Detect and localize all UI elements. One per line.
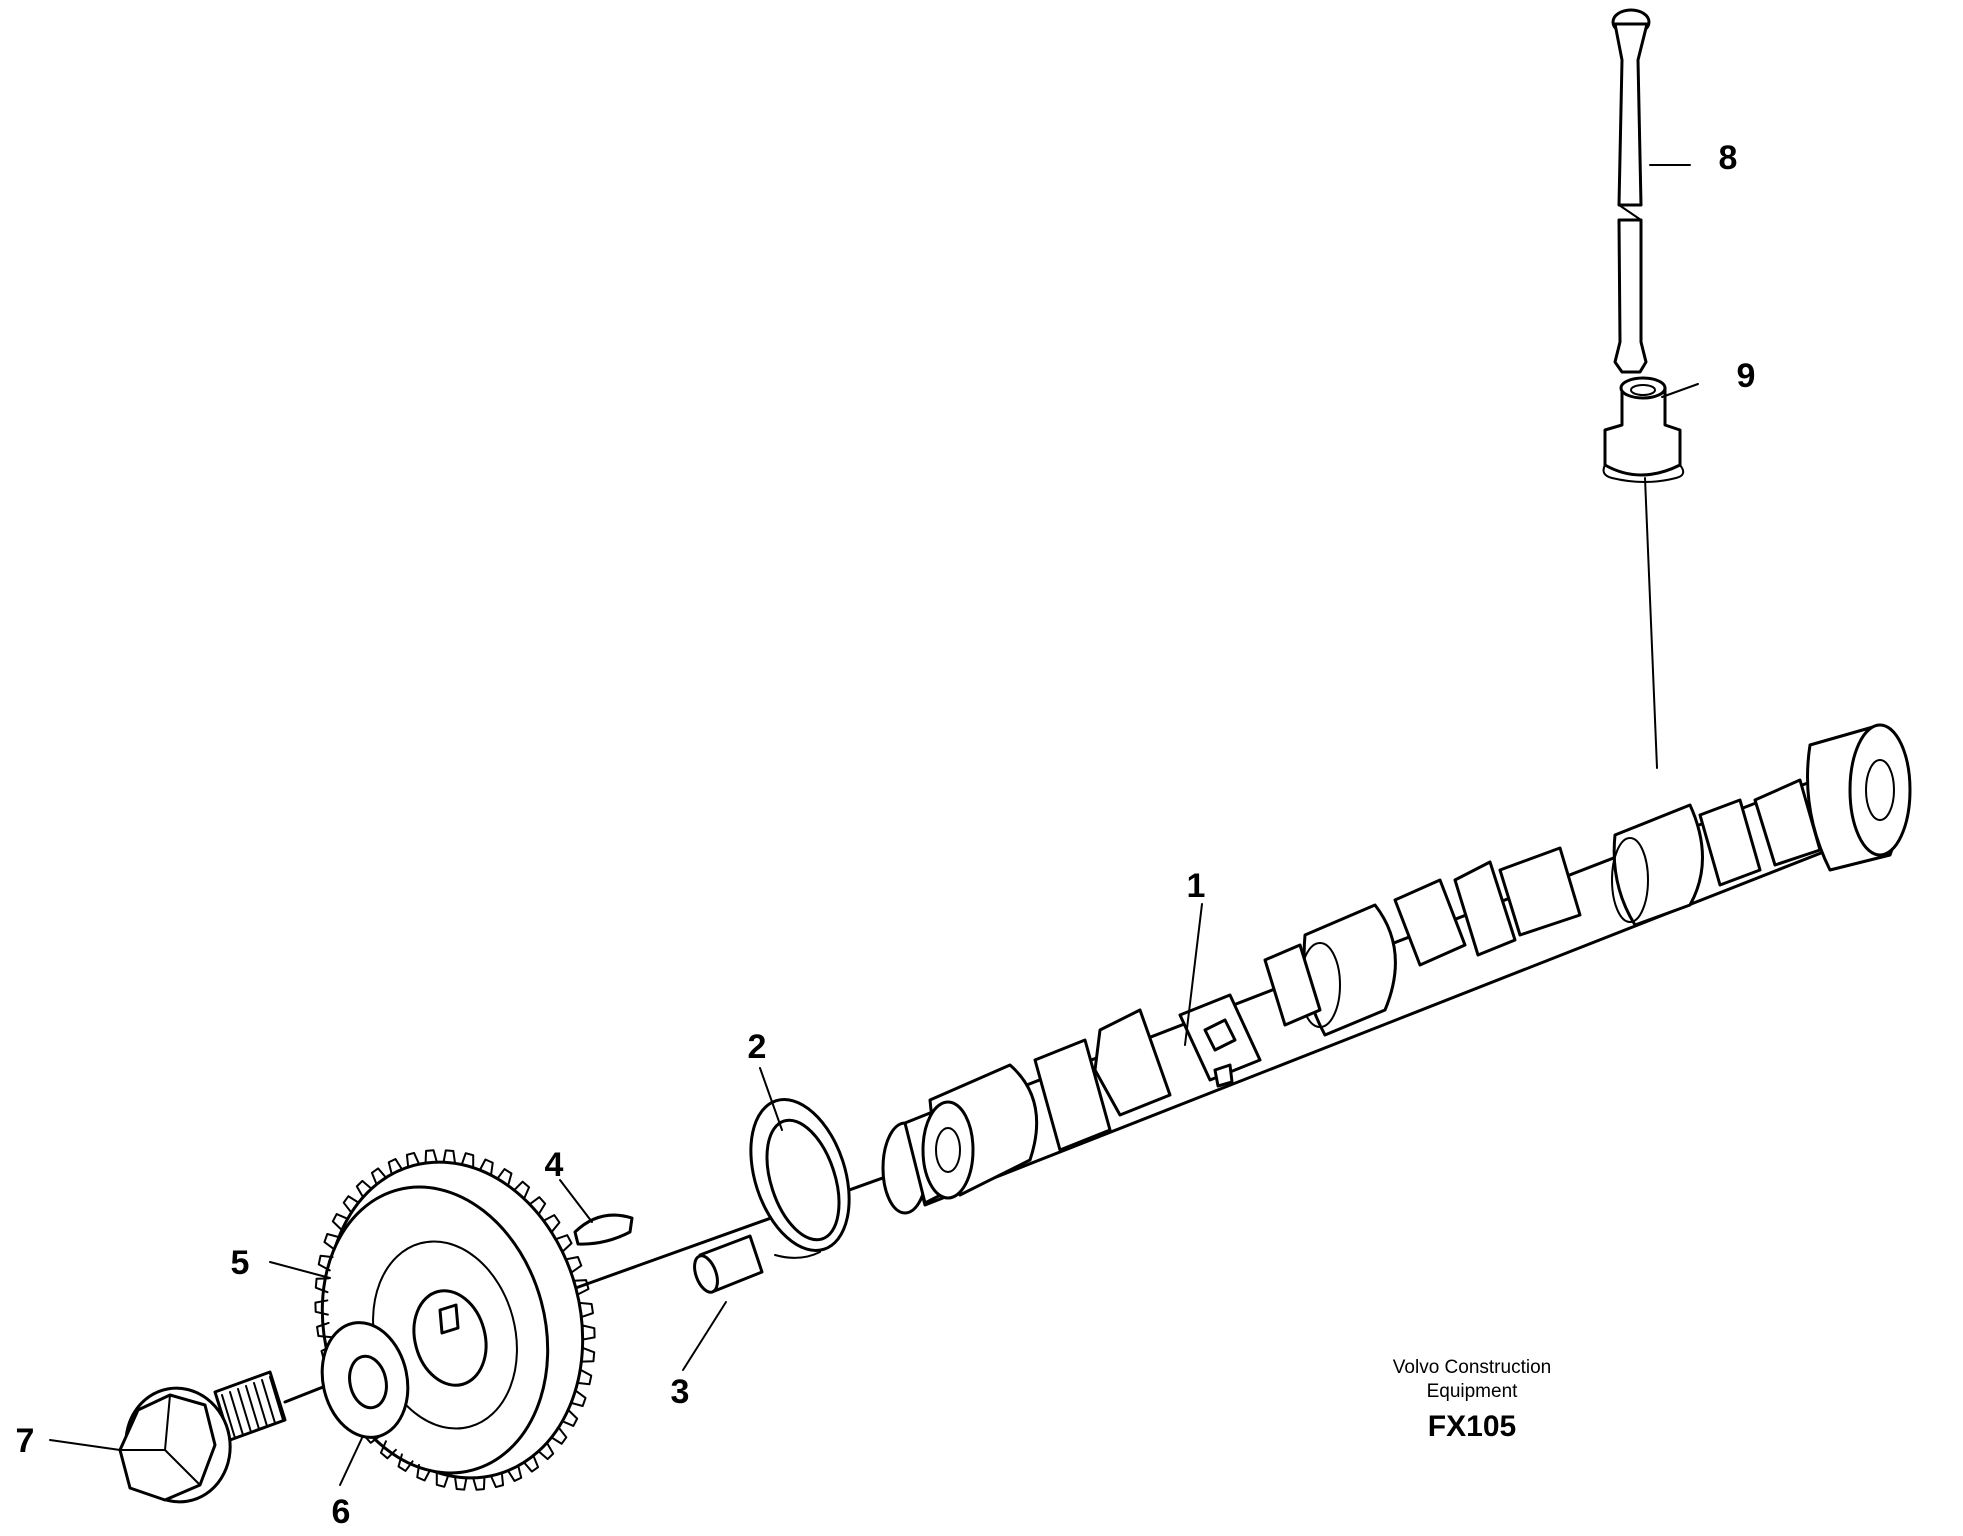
gear-tooth	[522, 1454, 540, 1473]
gear-tooth	[331, 1213, 349, 1232]
caption-figure-code: FX105	[1428, 1410, 1516, 1443]
gear-tooth	[578, 1301, 594, 1319]
valve-tappet	[1602, 376, 1685, 483]
gear-tooth	[323, 1233, 340, 1251]
woodruff-key	[573, 1213, 634, 1246]
gear-tooth	[561, 1408, 579, 1427]
gear-tooth	[314, 1277, 330, 1294]
callout-8: 8	[1719, 139, 1738, 177]
gear-tooth	[576, 1368, 593, 1386]
tappet-axis-line	[1644, 477, 1658, 769]
bolt-thread	[261, 1379, 276, 1424]
bolt-thread	[269, 1376, 284, 1421]
gear-tooth	[453, 1475, 468, 1491]
flange-bolt	[118, 1370, 287, 1504]
gear-tooth	[496, 1168, 513, 1187]
gear-tooth	[397, 1453, 414, 1472]
gear-tooth	[572, 1279, 590, 1296]
gear-washer	[320, 1321, 410, 1439]
gear-tooth	[370, 1167, 388, 1186]
gear-tooth	[489, 1471, 505, 1489]
gear-tooth	[314, 1299, 329, 1316]
thrust-washer	[749, 1098, 851, 1259]
gear-tooth	[570, 1389, 587, 1407]
dowel-pin	[693, 1234, 764, 1294]
bolt-thread	[253, 1382, 268, 1427]
gear-tooth	[478, 1158, 494, 1177]
gear-tooth	[580, 1346, 596, 1363]
gear-tooth	[442, 1149, 457, 1165]
gear-tooth	[405, 1151, 421, 1169]
gear-tooth	[581, 1324, 596, 1341]
gear-tooth	[342, 1195, 360, 1214]
callout-3: 3	[671, 1373, 690, 1411]
gear-tooth	[416, 1463, 432, 1482]
caption-company-line1: Volvo Construction	[1393, 1357, 1551, 1378]
leader-lines	[49, 164, 1699, 1486]
gear-tooth	[316, 1321, 332, 1339]
gear-tooth	[435, 1471, 450, 1488]
gear-tooth	[528, 1196, 547, 1216]
gear-tooth	[513, 1180, 531, 1200]
gear-tooth	[379, 1440, 397, 1460]
bolt-thread	[229, 1391, 244, 1436]
gear-tooth	[550, 1426, 568, 1445]
callout-4: 4	[545, 1146, 564, 1184]
callout-7: 7	[16, 1422, 35, 1460]
callout-1: 1	[1187, 867, 1206, 905]
callout-5: 5	[231, 1244, 250, 1282]
gear-tooth	[355, 1179, 373, 1199]
push-rod	[1611, 8, 1651, 374]
callout-6: 6	[332, 1493, 351, 1531]
gear-tooth	[424, 1149, 438, 1165]
gear-tooth	[387, 1158, 403, 1176]
gear-tooth	[554, 1234, 573, 1253]
gear-tooth	[472, 1475, 486, 1491]
callout-9: 9	[1737, 357, 1756, 395]
gear-tooth	[317, 1254, 334, 1272]
callout-2: 2	[748, 1028, 767, 1066]
caption-company-line2: Equipment	[1427, 1381, 1519, 1402]
bolt-thread	[237, 1388, 252, 1433]
gear-tooth	[507, 1464, 523, 1482]
camshaft	[881, 723, 1912, 1215]
gear-tooth	[460, 1152, 475, 1169]
gear-tooth	[542, 1214, 561, 1234]
gear-tooth	[564, 1255, 583, 1274]
timing-gear	[314, 1149, 596, 1491]
bolt-thread	[221, 1394, 236, 1439]
gear-tooth	[537, 1441, 555, 1461]
bolt-thread	[245, 1385, 260, 1430]
